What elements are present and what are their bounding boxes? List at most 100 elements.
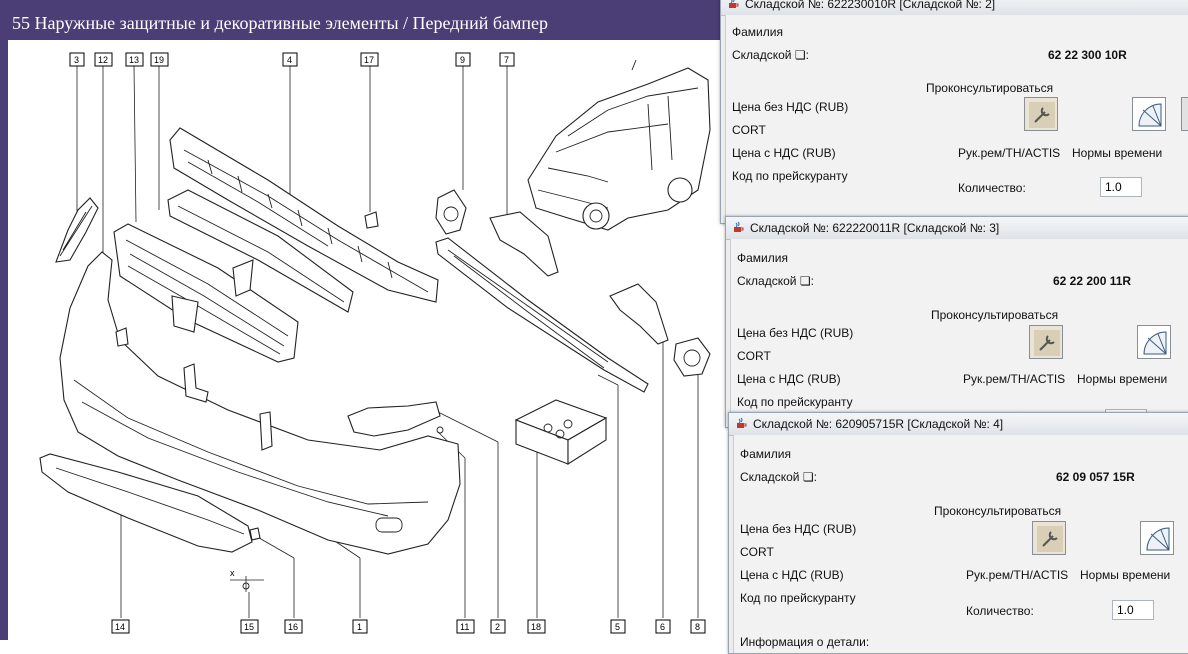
part-7-bracket (489, 211, 559, 277)
window-body: Фамилия Складской ❏: 62 22 200 11R Проко… (730, 239, 1188, 427)
callout-19[interactable]: 19 (150, 52, 169, 67)
java-cup-icon (734, 221, 744, 232)
part-number: 62 22 300 10R (1048, 48, 1127, 62)
stock-label: Складской ❏: (737, 274, 814, 288)
callout-4[interactable]: 4 (282, 52, 298, 67)
price-code-label: Код по прейскуранту (740, 591, 856, 605)
callout-7[interactable]: 7 (499, 52, 515, 67)
svg-text:15: 15 (244, 622, 254, 632)
svg-text:6: 6 (660, 622, 665, 632)
part-window-2[interactable]: Складской №: 622230010R [Складской №: 2]… (720, 0, 1188, 224)
cort-label: CORT (737, 349, 771, 363)
catalog-title: 55 Наружные защитные и декоративные элем… (12, 13, 548, 33)
part-4-absorber (169, 127, 439, 303)
svg-text:8: 8 (695, 622, 700, 632)
window-titlebar[interactable]: Складской №: 620905715R [Складской №: 4] (729, 413, 1188, 436)
svg-text:5: 5 (615, 622, 620, 632)
svg-text:12: 12 (98, 55, 108, 65)
callout-9[interactable]: 9 (455, 52, 471, 67)
part-window-4[interactable]: Складской №: 620905715R [Складской №: 4]… (728, 412, 1188, 654)
manual-button[interactable] (1032, 521, 1066, 555)
part-12-grille (113, 223, 299, 363)
callout-1[interactable]: 1 (352, 619, 368, 634)
time-label: Нормы времени (1077, 372, 1168, 386)
svg-text:2: 2 (495, 622, 500, 632)
extra-button[interactable] (1181, 97, 1188, 131)
consult-label: Проконсультироваться (926, 81, 1054, 95)
part-6-bracket (609, 283, 669, 345)
callout-15[interactable]: 15 (240, 619, 259, 634)
cort-label: CORT (740, 545, 774, 559)
quantity-input[interactable] (1100, 177, 1142, 197)
callout-12[interactable]: 12 (94, 52, 113, 67)
part-8-fog-bezel (673, 337, 711, 377)
parts-catalog: 55 Наружные защитные и декоративные элем… (0, 0, 720, 640)
svg-text:17: 17 (364, 55, 374, 65)
svg-text:3: 3 (74, 55, 79, 65)
price-gross-label: Цена с НДС (RUB) (732, 146, 836, 160)
callout-14[interactable]: 14 (111, 619, 130, 634)
time-norms-button[interactable] (1140, 521, 1174, 555)
exploded-diagram: x 3 12 13 19 4 17 9 (39, 52, 711, 634)
window-body: Фамилия Складской ❏: 62 22 300 10R Проко… (725, 15, 1188, 223)
svg-text:18: 18 (531, 622, 541, 632)
consult-label: Проконсультироваться (931, 308, 1059, 322)
part-number: 62 22 200 11R (1053, 274, 1132, 288)
wrench-manual-icon (1037, 526, 1063, 552)
callout-5[interactable]: 5 (610, 619, 626, 634)
time-norms-button[interactable] (1137, 325, 1171, 359)
time-label: Нормы времени (1072, 146, 1163, 160)
callout-16[interactable]: 16 (284, 619, 303, 634)
part-info-label: Информация о детали: (740, 635, 870, 649)
window-titlebar[interactable]: Складской №: 622220011R [Складской №: 3] (726, 217, 1188, 240)
svg-text:4: 4 (287, 55, 292, 65)
svg-text:16: 16 (288, 622, 298, 632)
part-16-clip (249, 527, 261, 541)
callout-8[interactable]: 8 (690, 619, 706, 634)
part-9-fog-bezel (435, 189, 467, 235)
svg-text:14: 14 (115, 622, 125, 632)
price-net-label: Цена без НДС (RUB) (732, 100, 849, 114)
surname-label: Фамилия (732, 25, 783, 39)
price-net-label: Цена без НДС (RUB) (737, 326, 854, 340)
price-gross-label: Цена с НДС (RUB) (737, 372, 841, 386)
callout-2[interactable]: 2 (490, 619, 506, 634)
clock-chart-icon (1146, 527, 1170, 551)
svg-text:7: 7 (504, 55, 509, 65)
manual-label: Рук.рем/TH/ACTIS (958, 146, 1061, 160)
time-norms-button[interactable] (1132, 97, 1166, 131)
leader-lines (76, 65, 699, 618)
exploded-diagram-frame: x 3 12 13 19 4 17 9 (8, 40, 720, 640)
part-14-spoiler (39, 453, 253, 553)
dimension-mark: x (230, 568, 235, 578)
manual-button[interactable] (1029, 325, 1063, 359)
consult-label: Проконсультироваться (934, 504, 1062, 518)
clock-chart-icon (1143, 331, 1167, 355)
price-net-label: Цена без НДС (RUB) (740, 522, 857, 536)
car-illustration (527, 59, 711, 231)
part-19-frame (167, 189, 354, 313)
wrench-manual-icon (1029, 102, 1055, 128)
callout-11[interactable]: 11 (456, 619, 475, 634)
cort-label: CORT (732, 123, 766, 137)
price-code-label: Код по прейскуранту (737, 395, 853, 409)
svg-text:13: 13 (129, 55, 139, 65)
manual-button[interactable] (1024, 97, 1058, 131)
callout-3[interactable]: 3 (69, 52, 85, 67)
window-titlebar[interactable]: Складской №: 622230010R [Складской №: 2] (721, 0, 1188, 16)
window-title: Складской №: 620905715R [Складской №: 4] (753, 417, 1004, 431)
callout-18[interactable]: 18 (527, 619, 546, 634)
stock-label: Складской ❏: (740, 470, 817, 484)
price-code-label: Код по прейскуранту (732, 169, 848, 183)
callout-6[interactable]: 6 (655, 619, 671, 634)
quantity-input[interactable] (1112, 600, 1154, 620)
quantity-label: Количество: (966, 604, 1034, 618)
part-1-bumper-cover (59, 251, 461, 555)
wrench-manual-icon (1034, 330, 1060, 356)
quantity-label: Количество: (958, 181, 1026, 195)
svg-text:1: 1 (357, 622, 362, 632)
callout-13[interactable]: 13 (125, 52, 144, 67)
callout-17[interactable]: 17 (360, 52, 379, 67)
price-gross-label: Цена с НДС (RUB) (740, 568, 844, 582)
part-window-3[interactable]: Складской №: 622220011R [Складской №: 3]… (725, 216, 1188, 428)
